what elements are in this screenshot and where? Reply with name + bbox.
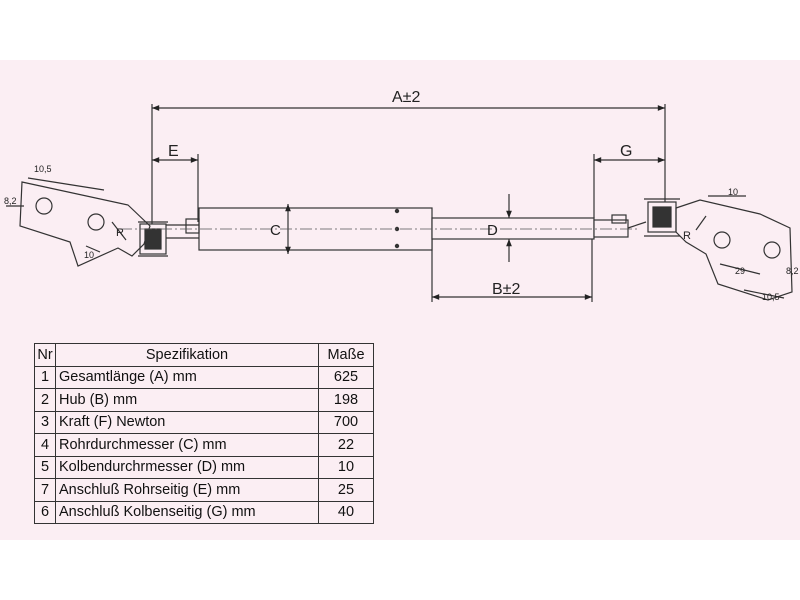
row-value: 40	[318, 500, 374, 524]
right-dim-bottom: 10,5	[762, 292, 780, 302]
row-nr: 7	[34, 478, 56, 502]
left-dim-bottom: 10	[84, 250, 94, 260]
row-spec: Rohrdurchmesser (C) mm	[55, 433, 319, 457]
row-nr: 6	[34, 500, 56, 524]
row-nr: 4	[34, 433, 56, 457]
row-value: 198	[318, 388, 374, 412]
right-end-fitting	[611, 195, 793, 301]
label-r-right: R	[683, 230, 691, 242]
header-nr: Nr	[34, 343, 56, 367]
label-e: E	[168, 143, 179, 160]
row-spec: Kraft (F) Newton	[55, 410, 319, 434]
table-row: 1 Gesamtlänge (A) mm 625	[34, 365, 374, 389]
right-dim-top: 10	[728, 187, 738, 197]
row-value: 10	[318, 455, 374, 479]
row-nr: 5	[34, 455, 56, 479]
right-dim-side: 8,2	[786, 266, 799, 276]
row-nr: 2	[34, 388, 56, 412]
header-specification: Spezifikation	[55, 343, 319, 367]
label-g: G	[620, 143, 632, 160]
label-d: D	[487, 222, 498, 239]
table-row: 3 Kraft (F) Newton 700	[34, 410, 374, 434]
left-dim-side: 8,2	[4, 196, 17, 206]
table-row: 4 Rohrdurchmesser (C) mm 22	[34, 433, 374, 457]
label-r-left: R	[116, 227, 124, 239]
table-row: 7 Anschluß Rohrseitig (E) mm 25	[34, 478, 374, 502]
specification-table: Nr Spezifikation Maße 1 Gesamtlänge (A) …	[34, 343, 374, 524]
header-dimensions: Maße	[318, 343, 374, 367]
row-spec: Kolbendurchrmesser (D) mm	[55, 455, 319, 479]
row-spec: Gesamtlänge (A) mm	[55, 365, 319, 389]
row-value: 22	[318, 433, 374, 457]
row-nr: 3	[34, 410, 56, 434]
left-dim-top: 10,5	[34, 164, 52, 174]
row-spec: Anschluß Kolbenseitig (G) mm	[55, 500, 319, 524]
row-value: 700	[318, 410, 374, 434]
table-row: 5 Kolbendurchrmesser (D) mm 10	[34, 455, 374, 479]
piston-rod	[431, 194, 629, 262]
row-spec: Anschluß Rohrseitig (E) mm	[55, 478, 319, 502]
label-c: C	[270, 222, 281, 239]
table-row: 6 Anschluß Kolbenseitig (G) mm 40	[34, 500, 374, 524]
label-b: B±2	[492, 281, 520, 298]
right-dim-mid: 29	[735, 266, 745, 276]
row-value: 625	[318, 365, 374, 389]
table-row: 2 Hub (B) mm 198	[34, 388, 374, 412]
row-nr: 1	[34, 365, 56, 389]
table-header-row: Nr Spezifikation Maße	[34, 343, 374, 367]
dimension-e	[152, 154, 199, 222]
row-value: 25	[318, 478, 374, 502]
left-end-fitting	[6, 177, 200, 267]
row-spec: Hub (B) mm	[55, 388, 319, 412]
label-a: A±2	[392, 89, 420, 106]
dimension-g	[593, 154, 666, 218]
